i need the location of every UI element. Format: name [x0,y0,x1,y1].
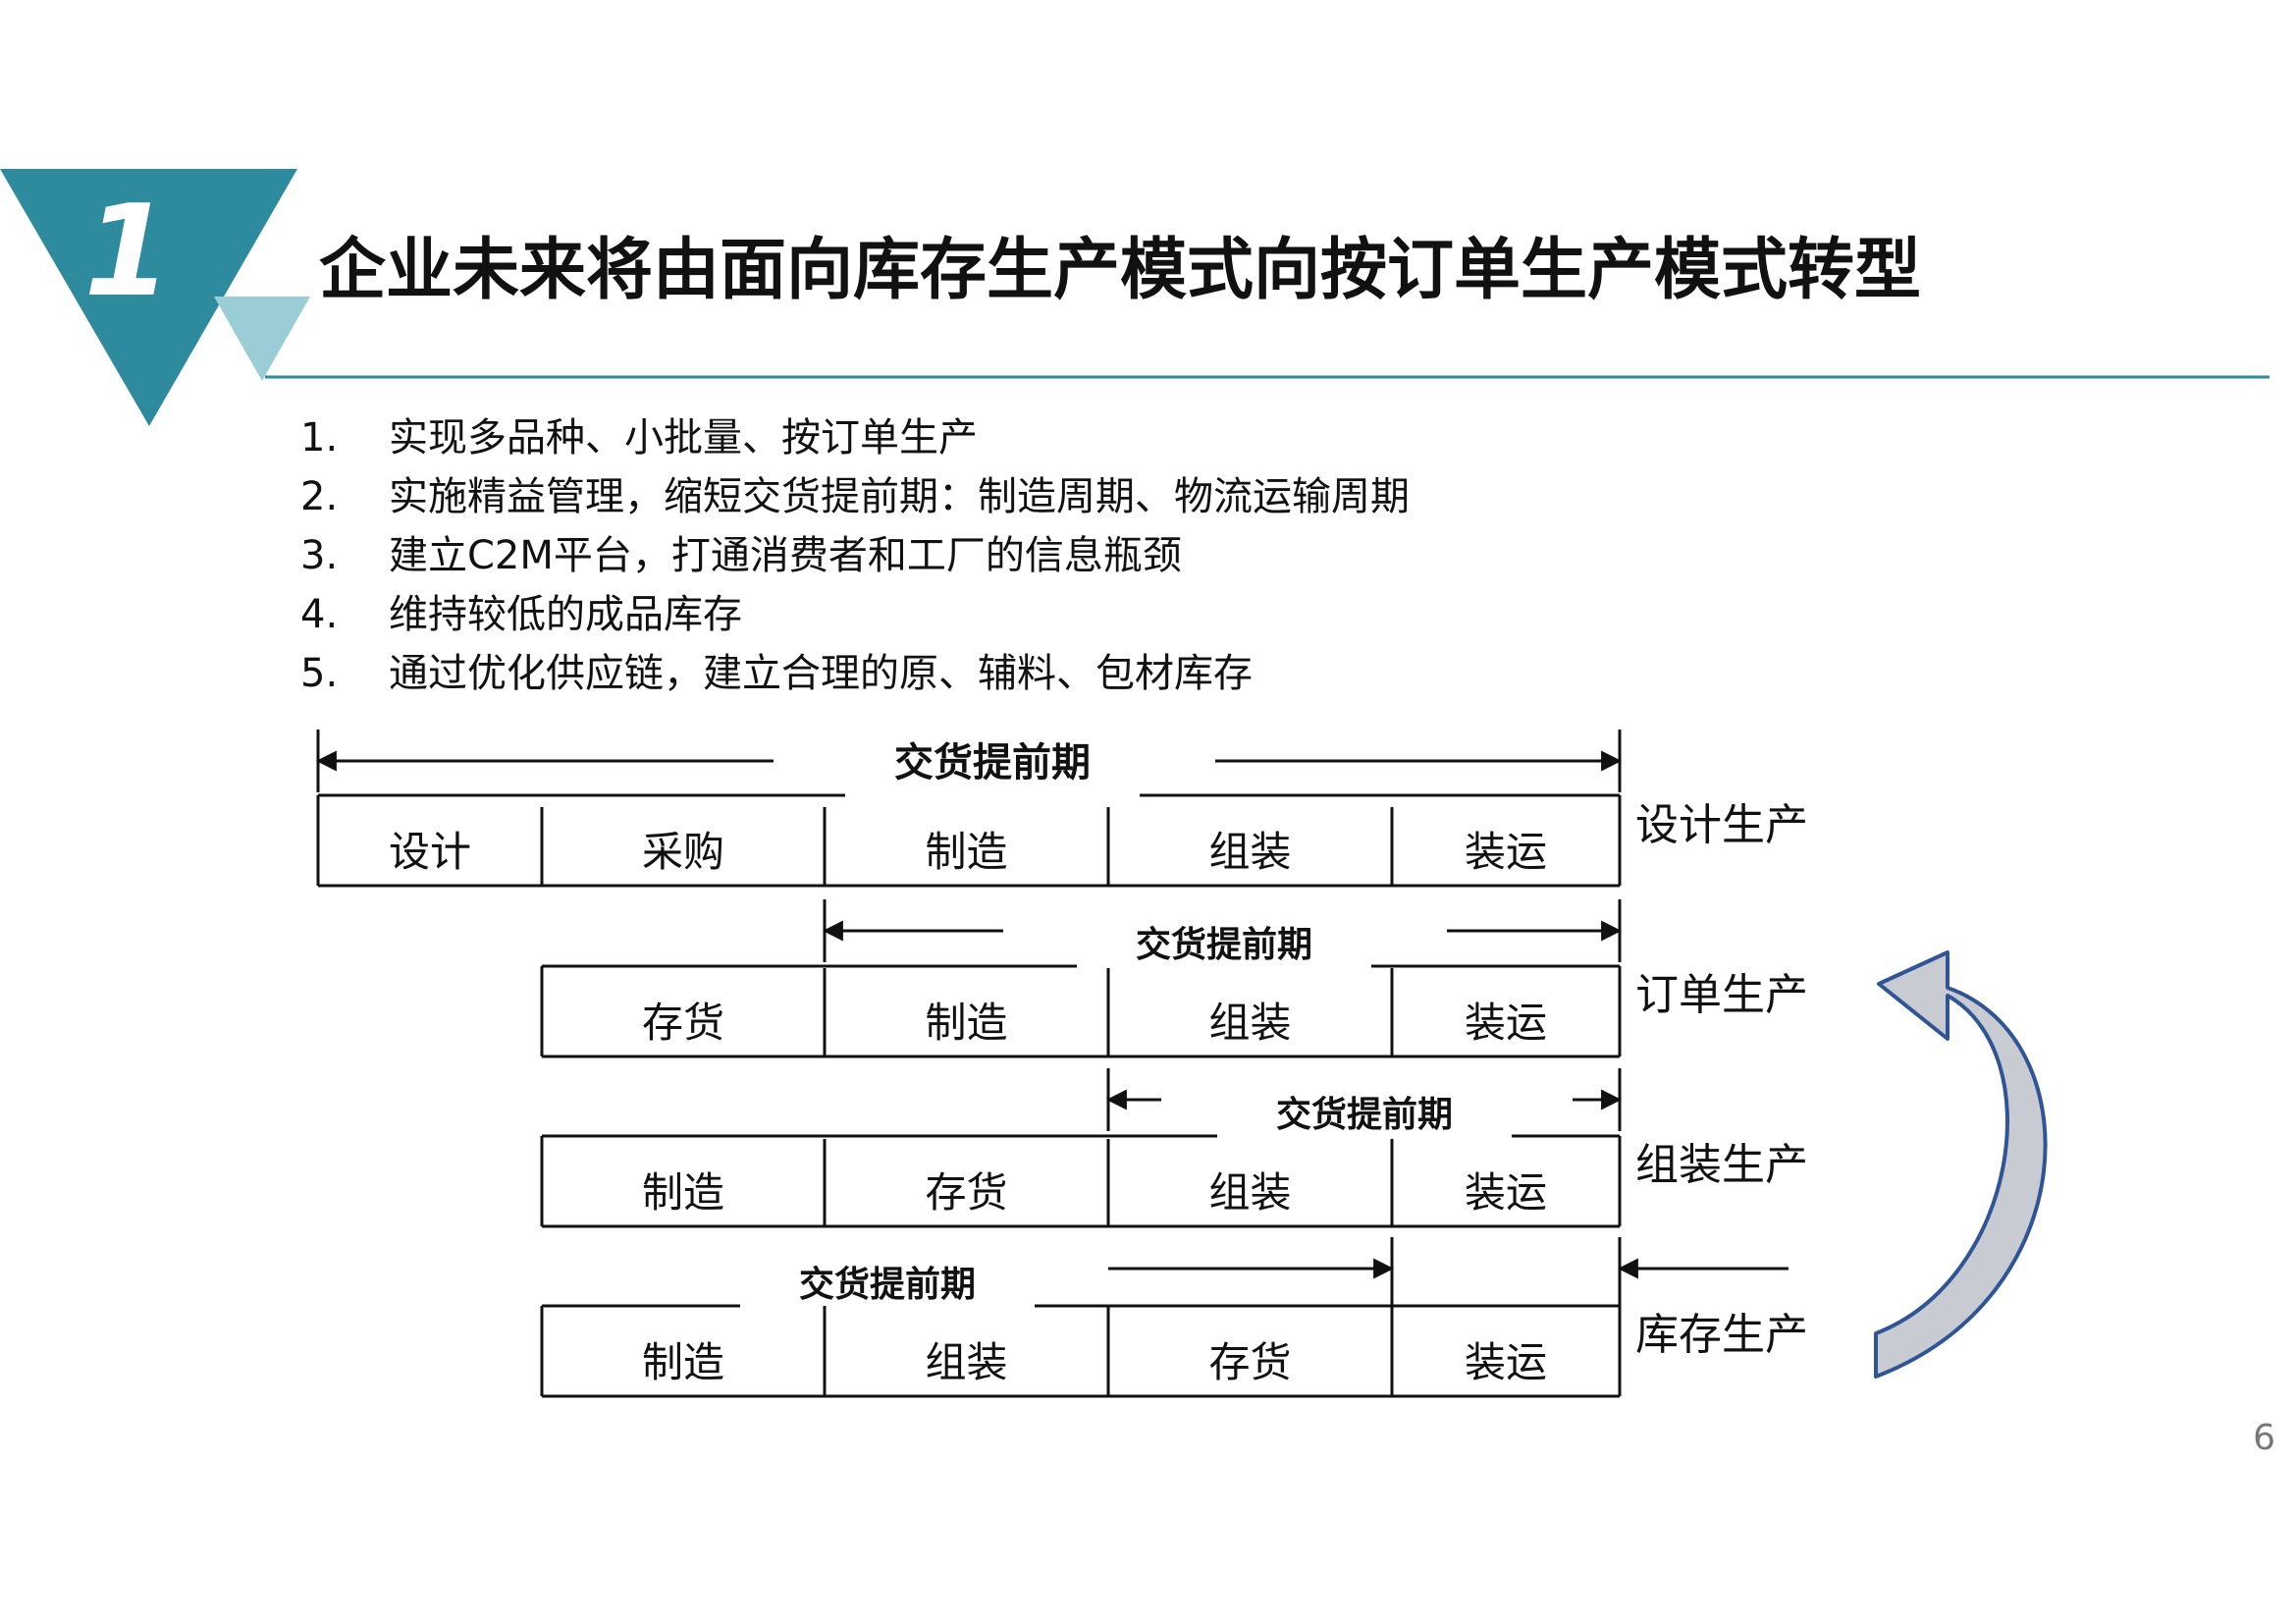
bullet-text: 通过优化供应链，建立合理的原、辅料、包材库存 [389,651,1253,696]
bullet-text: 维持较低的成品库存 [389,592,742,637]
lead-time-label: 交货提前期 [799,1264,976,1305]
badge-number: 1 [83,179,171,325]
process-step-label: 制造 [925,828,1007,876]
bullet-text: 建立C2M平台，打通消费者和工厂的信息瓶颈 [389,533,1182,578]
page-title: 企业未来将由面向库存生产模式向按订单生产模式转型 [319,232,1921,309]
lead-time-label: 交货提前期 [1276,1094,1453,1135]
bullet-item: 3. 建立C2M平台，打通消费者和工厂的信息瓶颈 [300,526,1410,585]
lead-time-diagram: 设计采购制造组装装运交货提前期设计生产存货制造组装装运交货提前期订单生产制造存货… [315,730,1808,1398]
process-step-label: 设计 [389,828,471,876]
process-step-label: 存货 [925,1168,1007,1217]
process-step-label: 存货 [1208,1338,1291,1386]
production-mode-label: 组装生产 [1635,1140,1808,1190]
bullet-text: 实施精益管理，缩短交货提前期：制造周期、物流运输周期 [389,474,1410,519]
badge-triangle-dark [0,169,297,426]
transition-curved-arrow [1874,950,2048,1379]
bullet-number: 5. [300,651,339,696]
bullet-item: 4. 维持较低的成品库存 [300,585,1410,644]
process-step-label: 存货 [642,999,724,1047]
badge-triangle-light [214,297,310,381]
bullet-number: 4. [300,592,339,637]
process-step-label: 装运 [1465,1168,1547,1217]
process-step-label: 装运 [1465,1338,1547,1386]
lead-time-label: 交货提前期 [894,740,1091,785]
bullet-item: 5. 通过优化供应链，建立合理的原、辅料、包材库存 [300,644,1410,703]
bullet-item: 1. 实现多品种、小批量、按订单生产 [300,408,1410,467]
bullet-number: 2. [300,474,339,519]
process-step-label: 组装 [1208,828,1291,876]
bullet-text: 实现多品种、小批量、按订单生产 [389,415,978,460]
process-step-label: 制造 [642,1338,724,1386]
process-step-label: 制造 [925,999,1007,1047]
bullet-list: 1. 实现多品种、小批量、按订单生产 2. 实施精益管理，缩短交货提前期：制造周期、物… [300,408,1410,703]
lead-time-label: 交货提前期 [1136,924,1312,965]
bullet-item: 2. 实施精益管理，缩短交货提前期：制造周期、物流运输周期 [300,467,1410,526]
process-step-label: 制造 [642,1168,724,1217]
page-number: 6 [2253,1418,2275,1458]
process-step-label: 采购 [642,828,724,876]
process-step-label: 组装 [925,1338,1007,1386]
process-step-label: 组装 [1208,999,1291,1047]
process-step-label: 装运 [1465,999,1547,1047]
production-mode-label: 设计生产 [1635,800,1808,850]
production-mode-label: 订单生产 [1635,970,1808,1020]
production-mode-label: 库存生产 [1635,1310,1808,1360]
bullet-number: 3. [300,533,339,578]
bullet-number: 1. [300,415,339,460]
process-step-label: 装运 [1465,828,1547,876]
process-step-label: 组装 [1208,1168,1291,1217]
